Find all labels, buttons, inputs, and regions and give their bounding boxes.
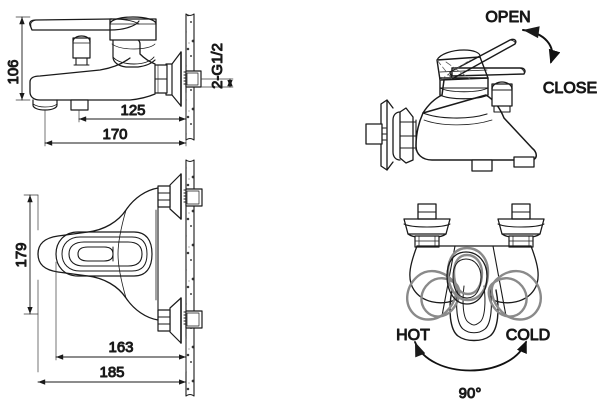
cartridge-housing-elevation bbox=[109, 16, 157, 41]
callout-thread-label: 2-G1/2 bbox=[209, 43, 226, 89]
cartridge-cap-lever-view bbox=[436, 49, 489, 81]
inlet-upper-plan bbox=[157, 173, 203, 220]
lever-handle-plan bbox=[55, 231, 153, 277]
diverter-knob-elevation bbox=[72, 35, 91, 66]
lever-handle-raised-position bbox=[449, 38, 517, 80]
temperature-operation-view: HOT COLD 90° bbox=[396, 203, 551, 403]
wall-flange-elevation bbox=[165, 51, 182, 107]
dimension-106-label: 106 bbox=[5, 59, 22, 84]
mixer-body-elevation bbox=[29, 37, 156, 101]
label-hot: HOT bbox=[396, 327, 430, 344]
label-close: CLOSE bbox=[543, 80, 597, 97]
dimension-125-label: 125 bbox=[120, 102, 145, 119]
diverter-knob-lever-view bbox=[491, 81, 513, 113]
union-nut-elevation bbox=[154, 64, 168, 94]
dimension-163-label: 163 bbox=[108, 339, 133, 356]
handle-ghost-rotated bbox=[406, 246, 542, 321]
mixer-body-lever-view bbox=[415, 77, 537, 161]
inlet-lower-plan bbox=[157, 297, 203, 344]
inlet-fitting-elevation bbox=[183, 70, 202, 88]
open-close-arrow bbox=[522, 26, 561, 64]
plan-view: 179 163 185 bbox=[13, 159, 203, 397]
lever-handle-elevation bbox=[29, 18, 140, 31]
inlet-right-temp-view bbox=[497, 203, 545, 248]
lever-operation-view: OPEN CLOSE bbox=[365, 9, 598, 172]
wall-flange-lever-view bbox=[365, 99, 417, 171]
mixer-body-plan bbox=[37, 187, 159, 321]
dimension-179-label: 179 bbox=[13, 242, 30, 267]
handle-center-position bbox=[446, 251, 488, 305]
label-open: OPEN bbox=[485, 9, 530, 26]
side-elevation-view: 106 125 170 2-G1/2 bbox=[5, 13, 234, 147]
shower-outlet-elevation bbox=[70, 99, 89, 111]
hot-cold-arc bbox=[414, 340, 527, 372]
label-rotation-angle: 90° bbox=[459, 385, 482, 402]
label-cold: COLD bbox=[506, 327, 550, 344]
outlet-nipples-lever-view bbox=[471, 156, 535, 172]
dimension-185-label: 185 bbox=[99, 364, 124, 381]
lever-handle-open-position bbox=[451, 67, 526, 77]
inlet-left-temp-view bbox=[403, 203, 451, 248]
spout-outlet-elevation bbox=[32, 99, 58, 111]
dimension-170-label: 170 bbox=[102, 126, 127, 143]
